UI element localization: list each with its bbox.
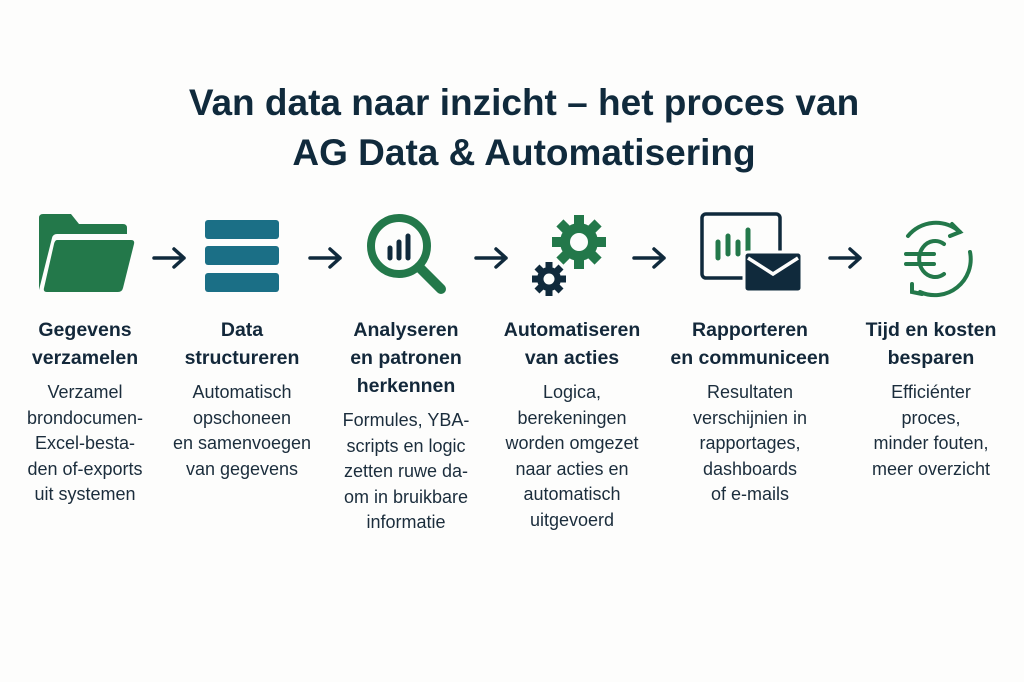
step-title: besparen <box>887 347 975 369</box>
step-desc: brondocumen- <box>26 407 144 428</box>
step-title: Tijd en kosten <box>865 319 997 341</box>
folder-icon <box>0 212 180 302</box>
step-automatiseren: Automatiseren van acties Logica, berekenin… <box>477 212 667 533</box>
step-title: Automatiseren <box>503 319 641 341</box>
database-rows-icon <box>147 212 337 302</box>
step-title: Analyseren <box>353 319 459 341</box>
page-title: Van data naar inzicht – het proces van A… <box>0 78 1024 178</box>
step-title: herkennen <box>356 375 456 397</box>
arrow-right-icon <box>308 247 342 269</box>
step-desc: worden omgezet <box>505 433 639 453</box>
step-desc: of e-mails <box>710 484 790 504</box>
step-desc: minder fouten, <box>873 433 989 453</box>
step-desc: dashboards <box>702 458 798 479</box>
step-desc: automatisch <box>523 484 621 504</box>
step-title: structureren <box>184 347 300 369</box>
step-besparen: Tijd en kosten besparen Efficiénter proces… <box>836 212 1024 482</box>
report-mail-icon <box>655 212 845 302</box>
step-desc: rapportages, <box>699 433 801 453</box>
step-gegevens-verzamelen: Gegevens verzamelen Verzamel brondocumen- E… <box>0 212 180 508</box>
step-desc: Automatisch <box>192 382 292 402</box>
step-desc: informatie <box>366 512 446 532</box>
title-line-1: Van data naar inzicht – het proces van <box>188 82 860 123</box>
step-desc: Logica, <box>542 382 602 402</box>
step-desc: Formules, YBA- <box>342 410 470 430</box>
magnifier-chart-icon <box>311 212 501 302</box>
step-title: verzamelen <box>31 347 139 369</box>
step-rapporteren: Rapporteren en communiceen Resultaten vers… <box>655 212 845 508</box>
step-desc: Excel-besta- <box>34 433 136 453</box>
step-desc: verschijnien in <box>692 407 808 428</box>
arrow-right-icon <box>152 247 186 269</box>
step-analyseren: Analyseren en patronen herkennen Formules,… <box>311 212 501 536</box>
title-line-2: AG Data & Automatisering <box>292 132 756 173</box>
step-title: Rapporteren <box>692 319 808 341</box>
step-desc: Verzamel <box>47 382 123 402</box>
arrow-right-icon <box>474 247 508 269</box>
step-desc: en samenvoegen <box>172 433 312 453</box>
step-title: Data <box>220 319 264 341</box>
step-desc: scripts en logic <box>346 435 466 456</box>
step-desc: van gegevens <box>185 458 299 479</box>
gears-icon <box>477 212 667 302</box>
step-desc: Efficiénter <box>891 382 971 402</box>
step-desc: proces, <box>901 407 961 428</box>
step-desc: opschoneen <box>192 407 292 428</box>
arrow-right-icon <box>828 247 862 269</box>
step-title: en patronen <box>350 347 462 369</box>
step-desc: om in bruikbare <box>343 486 469 507</box>
step-desc: uitgevoerd <box>529 509 615 530</box>
step-desc: berekeningen <box>517 407 627 428</box>
step-data-structureren: Data structureren Automatisch opschoneen en… <box>147 212 337 482</box>
step-desc: uit systemen <box>34 484 136 504</box>
step-desc: zetten ruwe da- <box>343 461 469 481</box>
step-desc: meer overzicht <box>871 458 991 479</box>
step-desc: den of-exports <box>27 458 143 479</box>
euro-cycle-icon <box>836 212 1024 302</box>
step-title: van acties <box>524 347 620 369</box>
step-desc: Resultaten <box>706 382 794 402</box>
step-title: Gegevens <box>38 319 132 341</box>
step-title: en communiceen <box>670 347 830 369</box>
step-desc: naar acties en <box>515 458 629 479</box>
arrow-right-icon <box>632 247 666 269</box>
